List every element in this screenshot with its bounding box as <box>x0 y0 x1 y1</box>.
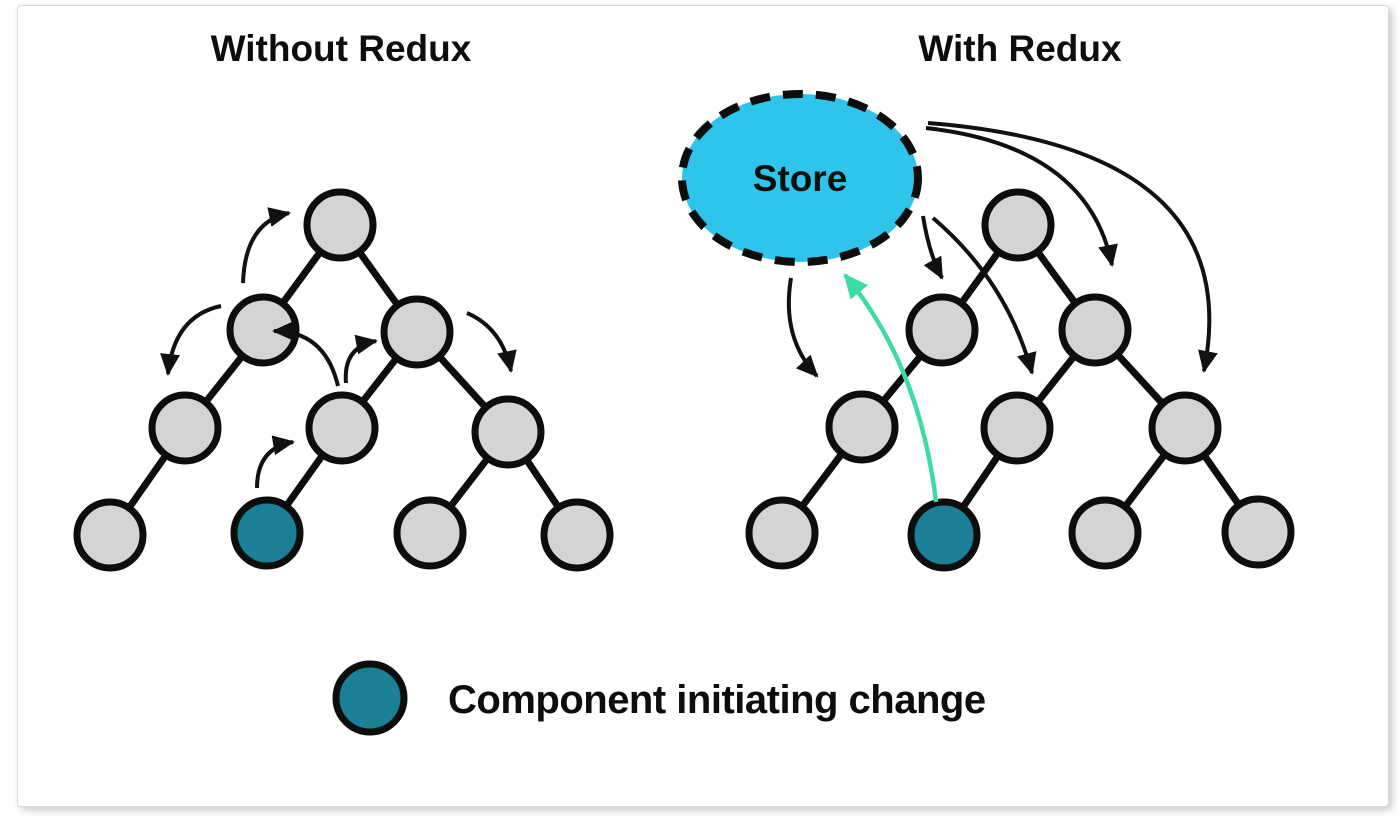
prop-drilling-arrow <box>272 321 340 387</box>
tree-node <box>380 295 454 369</box>
prop-drilling-arrow <box>466 311 517 373</box>
dispatch-arrow-group <box>843 273 939 503</box>
tree-node <box>1068 496 1142 570</box>
tree-node <box>1058 293 1132 367</box>
legend: Component initiating change <box>332 660 986 736</box>
tree-node <box>1221 495 1295 569</box>
tree-without-redux <box>73 188 614 572</box>
tree-node <box>981 188 1055 262</box>
tree-node <box>825 390 899 464</box>
tree-node-highlighted <box>907 498 981 572</box>
tree-node <box>303 188 377 262</box>
tree-node <box>226 293 300 367</box>
tree-node <box>148 391 222 465</box>
store-arrow <box>927 121 1218 373</box>
tree-node <box>471 395 545 469</box>
store-arrow <box>931 216 1037 375</box>
tree-node <box>393 496 467 570</box>
prop-drilling-arrow <box>343 334 378 384</box>
store-arrow <box>925 126 1118 267</box>
tree-node-highlighted <box>230 496 304 570</box>
prop-drilling-arrow <box>160 304 222 376</box>
tree-node <box>73 498 147 572</box>
left-panel-title: Without Redux <box>211 28 472 69</box>
store-arrow <box>921 215 944 280</box>
tree-node <box>745 496 819 570</box>
prop-drilling-arrow <box>241 207 291 284</box>
store-label: Store <box>753 158 848 199</box>
tree-node <box>980 391 1054 465</box>
legend-highlight-swatch <box>332 660 408 736</box>
right-panel-title: With Redux <box>918 28 1122 69</box>
prop-drilling-arrow <box>255 435 295 489</box>
store-to-components-arrows <box>786 121 1218 378</box>
store: Store <box>678 90 922 266</box>
tree-node <box>540 498 614 572</box>
store-arrow <box>786 277 819 378</box>
tree-node <box>305 391 379 465</box>
tree-node <box>1148 391 1222 465</box>
legend-label: Component initiating change <box>448 678 986 722</box>
store-ellipse <box>678 90 922 266</box>
dispatch-arrow <box>843 273 939 503</box>
tree-node <box>905 293 979 367</box>
tree-with-redux <box>745 188 1295 572</box>
